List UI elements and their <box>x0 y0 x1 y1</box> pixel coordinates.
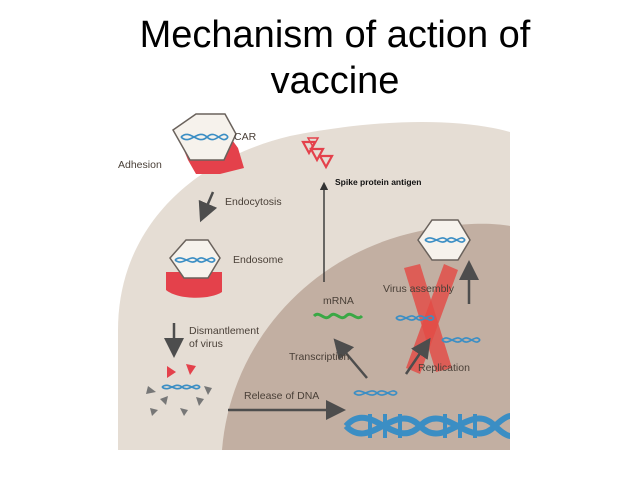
dna-icon <box>441 337 481 343</box>
label-transcription: Transcription <box>289 351 349 363</box>
mrna-strand <box>312 312 364 320</box>
new-virus-icon <box>417 219 471 261</box>
label-dismantlement-line2: of virus <box>189 338 223 350</box>
virus-adhesion-icon <box>172 113 244 174</box>
nucleus-region <box>222 223 510 450</box>
label-release-of-dna: Release of DNA <box>244 390 319 402</box>
virus-fragments <box>146 364 212 416</box>
spike-triangles-icon <box>301 137 334 170</box>
title-line-2: vaccine <box>270 60 400 102</box>
arrow-replication <box>404 337 431 375</box>
label-mrna: mRNA <box>323 295 354 307</box>
nuclear-dna-helix <box>343 413 511 439</box>
endosome-icon <box>166 239 222 298</box>
label-spike-protein-antigen: Spike protein antigen <box>335 177 421 187</box>
arrow-transcription <box>333 338 368 379</box>
slide-title: Mechanism of action of vaccine <box>80 12 590 104</box>
label-dismantlement-line1: Dismantlement <box>189 325 259 337</box>
dna-icon <box>353 390 398 396</box>
label-car: CAR <box>234 131 257 143</box>
label-replication: Replication <box>418 362 470 374</box>
dna-icon <box>424 237 466 243</box>
dna-icon <box>395 315 435 321</box>
dna-icon <box>174 257 216 263</box>
arrow-endocytosis <box>198 191 218 223</box>
label-endocytosis: Endocytosis <box>225 196 282 208</box>
dna-icon <box>161 384 201 390</box>
label-endosome: Endosome <box>233 254 283 266</box>
label-adhesion: Adhesion <box>118 159 162 171</box>
title-line-1: Mechanism of action of <box>139 14 531 56</box>
label-virus-assembly: Virus assembly <box>383 283 455 295</box>
dna-icon <box>180 133 229 141</box>
